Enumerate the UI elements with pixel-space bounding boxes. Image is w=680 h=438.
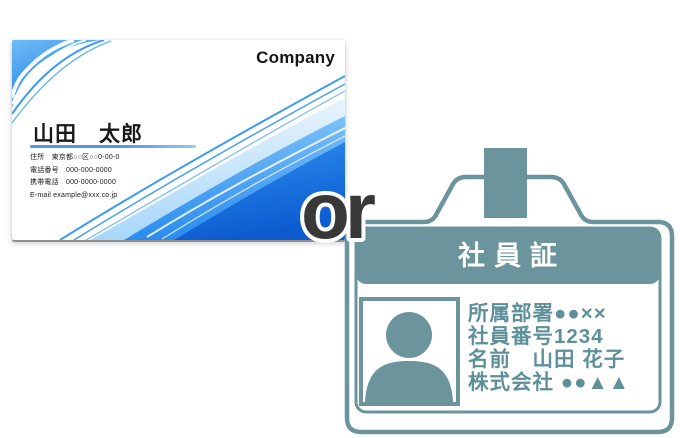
person-name: 山田 太郎: [33, 123, 143, 146]
contact-line-phone: 電話番号 000-000-0000: [30, 166, 112, 174]
contact-line-mobile: 携帯電話 000-0000-0000: [30, 179, 117, 186]
business-card: Company 山田 太郎 住所 東京都○○区○○0-00-0 電話番号 000…: [12, 40, 345, 240]
person-silhouette-icon: [365, 312, 453, 402]
or-separator: or: [297, 170, 384, 248]
badge-title-bar: [356, 228, 660, 284]
badge-strap: [484, 148, 527, 218]
badge-info-line-company: 株式会社 ●●▲▲: [468, 370, 630, 394]
id-badge: 社員証 所属部署●●×× 社員番号1234 名前 山田 花子 株式会社 ●●▲▲: [344, 148, 675, 435]
badge-info-line-employee-number: 社員番号1234: [467, 324, 604, 348]
card-wave-decoration: [12, 40, 345, 240]
contact-info: 住所 東京都○○区○○0-00-0 電話番号 000-000-0000 携帯電話…: [30, 152, 120, 202]
silhouette-head: [386, 312, 432, 358]
contact-line-email: E-mail example@xxx.co.jp: [30, 191, 118, 199]
card-wave-bottom-right: [59, 75, 345, 240]
card-wave-top-left: [12, 40, 112, 124]
badge-title: 社員証: [458, 240, 566, 271]
company-label: Company: [256, 48, 335, 67]
silhouette-shoulders: [365, 361, 453, 402]
name-underline: [30, 145, 196, 148]
badge-info-line-department: 所属部署●●××: [468, 301, 607, 325]
badge-info-line-name: 名前 山田 花子: [468, 347, 625, 371]
contact-line-address: 住所 東京都○○区○○0-00-0: [30, 154, 120, 161]
or-separator-text: or: [301, 170, 375, 248]
